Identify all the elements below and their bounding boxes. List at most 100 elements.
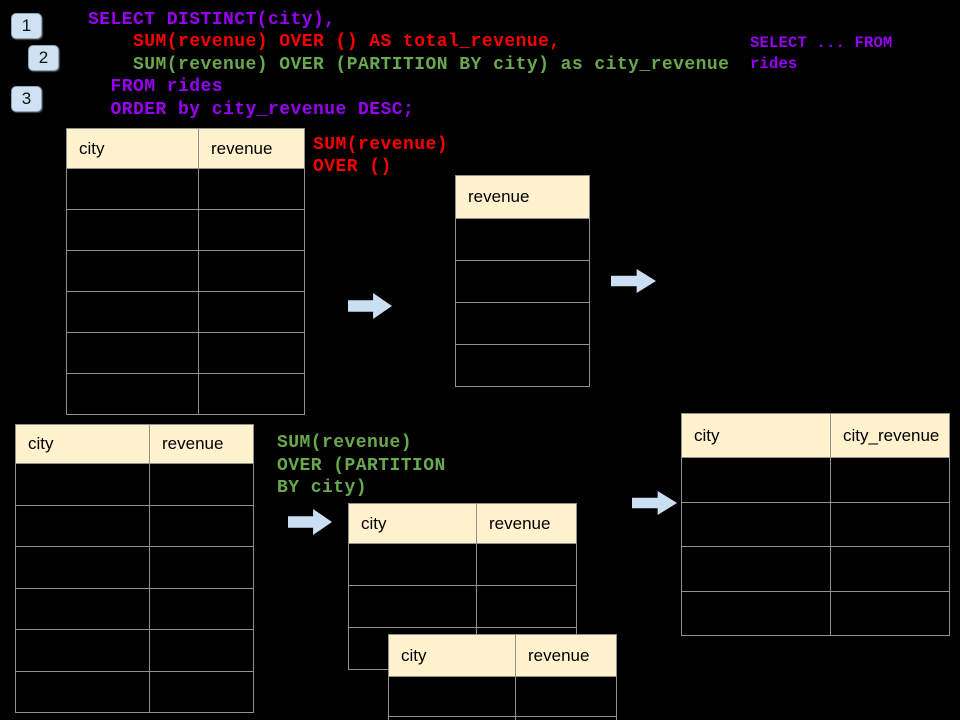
column-header: revenue (455, 175, 590, 219)
table-row (681, 590, 950, 636)
code-line: OVER (PARTITION (277, 455, 446, 476)
table-cell (348, 543, 477, 586)
table-total-revenue: revenue (455, 175, 590, 387)
right-arrow-icon (632, 491, 677, 515)
table-cell (15, 629, 150, 672)
column-header: city_revenue (830, 413, 950, 458)
step-badge-3: 3 (11, 86, 42, 112)
table-cell (830, 546, 950, 592)
table-cell (66, 291, 199, 333)
table-row (15, 463, 254, 506)
table-cell (198, 332, 305, 374)
code-line: FROM rides (88, 77, 224, 98)
table-row (15, 670, 254, 713)
table-row (455, 344, 590, 387)
table-cell (149, 587, 254, 630)
table-cell (66, 168, 199, 210)
table-cell (681, 501, 831, 547)
table-row (388, 716, 617, 720)
step-badge-1: 1 (11, 13, 42, 39)
table-cell (149, 546, 254, 589)
column-header: revenue (198, 128, 305, 169)
table-header-row: revenue (455, 175, 590, 219)
code-line: SELECT ... FROM (750, 34, 893, 52)
table-cell (198, 168, 305, 210)
table-cell (830, 457, 950, 503)
table-row (66, 250, 305, 292)
table-cell (15, 504, 150, 547)
table-cell (455, 218, 590, 261)
table-cell (66, 332, 199, 374)
column-header: revenue (476, 503, 577, 544)
table-cell (388, 676, 516, 717)
right-arrow-icon (348, 293, 392, 319)
table-cell (198, 373, 305, 415)
table-cell (66, 209, 199, 251)
table-cell (455, 260, 590, 303)
table-row (66, 168, 305, 210)
table-cell (149, 670, 254, 713)
table-cell (515, 676, 617, 717)
table-cell (388, 716, 516, 720)
table-cell (15, 546, 150, 589)
table-cell (681, 546, 831, 592)
table-row (681, 457, 950, 503)
table-cell (830, 590, 950, 636)
right-arrow-icon (611, 269, 656, 293)
table-cell (455, 344, 590, 387)
table-row (455, 218, 590, 261)
code-line: BY city) (277, 478, 368, 498)
code-line: SUM(revenue) OVER (PARTITION BY city) as… (88, 54, 730, 75)
code-line: ORDER by city_revenue DESC; (88, 99, 415, 120)
code-line: SUM(revenue) OVER () AS total_revenue, (88, 32, 561, 53)
right-arrow-icon (288, 509, 332, 535)
table-cell (681, 590, 831, 636)
table-cell (15, 463, 150, 506)
table-row (681, 546, 950, 592)
code-line: SUM(revenue) (313, 135, 449, 155)
table-row (455, 302, 590, 345)
table-cell (198, 209, 305, 251)
column-header: city (388, 634, 516, 677)
table-cell (681, 457, 831, 503)
table-cell (515, 716, 617, 720)
table-cell (15, 587, 150, 630)
column-header: revenue (515, 634, 617, 677)
table-row (66, 332, 305, 374)
sql-shorthand-note: SELECT ... FROM rides (750, 33, 893, 75)
table-cell (15, 670, 150, 713)
table-cell (476, 543, 577, 586)
table-cell (149, 463, 254, 506)
table-row (388, 676, 617, 717)
table-cell (476, 585, 577, 628)
table-row (15, 629, 254, 672)
table-cell (455, 302, 590, 345)
table-row (15, 546, 254, 589)
table-row (348, 585, 577, 628)
code-line: rides (750, 55, 798, 73)
table-row (15, 504, 254, 547)
table-row (455, 260, 590, 303)
column-header: city (66, 128, 199, 169)
table-row (15, 587, 254, 630)
table-row (66, 373, 305, 415)
table-row (66, 291, 305, 333)
table-cell (149, 629, 254, 672)
code-line: SUM(revenue) (277, 433, 413, 453)
table-row (681, 501, 950, 547)
column-header: city (681, 413, 831, 458)
sql-query-code: SELECT DISTINCT(city), SUM(revenue) OVER… (88, 9, 729, 121)
table-cell (66, 250, 199, 292)
table-row (348, 543, 577, 586)
column-header: city (348, 503, 477, 544)
table-cell (830, 501, 950, 547)
